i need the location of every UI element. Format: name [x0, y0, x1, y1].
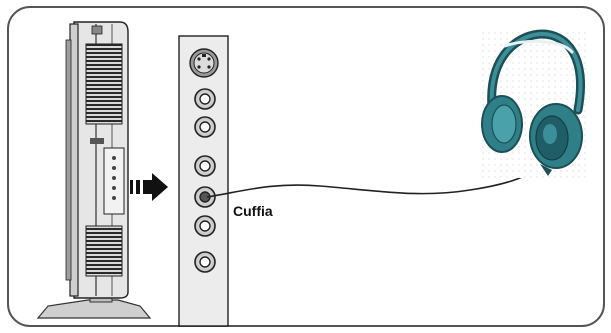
headphone-jack — [194, 186, 216, 208]
rca-jack — [194, 215, 216, 237]
rca-jack — [194, 155, 216, 177]
rca-jack — [194, 251, 216, 273]
connector-panel-icon — [178, 35, 229, 327]
s-video-connector — [189, 48, 219, 78]
direction-arrow — [130, 173, 168, 201]
headphone-label: Cuffia — [233, 203, 273, 219]
rca-jack — [194, 88, 216, 110]
tv-side-view-icon — [36, 21, 152, 319]
headphone-cable — [206, 161, 549, 198]
rca-jack — [194, 116, 216, 138]
diagram-frame — [7, 6, 605, 327]
headphones-icon — [478, 29, 588, 178]
